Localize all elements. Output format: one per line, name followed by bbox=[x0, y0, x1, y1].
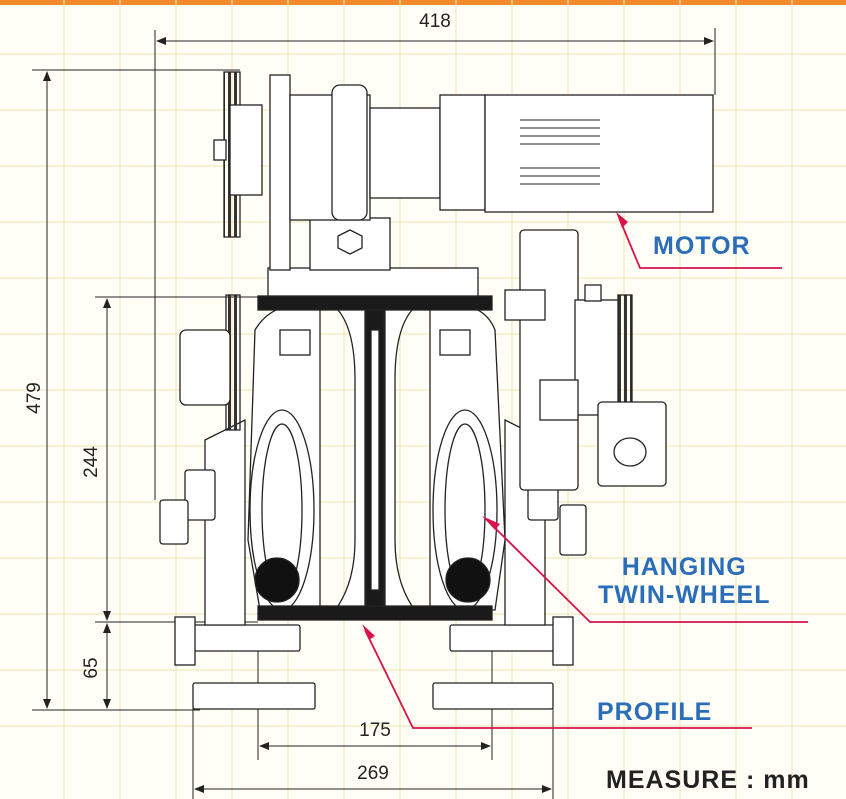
dim-overall-width: 418 bbox=[419, 11, 451, 32]
limit-switch bbox=[504, 289, 546, 321]
top-mounting-plate bbox=[267, 267, 479, 297]
right-foot bbox=[432, 682, 554, 710]
motor-body bbox=[484, 94, 714, 213]
top-accent-bar bbox=[0, 0, 846, 5]
lower-left-hub bbox=[179, 329, 231, 406]
center-bracket bbox=[309, 217, 391, 271]
motor-adapter bbox=[439, 94, 486, 211]
motor-leader bbox=[619, 219, 782, 269]
gearbox-side-plate bbox=[269, 74, 291, 271]
upper-sprocket-hub bbox=[229, 104, 263, 196]
leader-lines bbox=[362, 212, 808, 729]
dim-overall-height: 479 bbox=[24, 382, 45, 414]
left-hex-nut bbox=[184, 469, 216, 521]
dim-profile-height: 244 bbox=[81, 446, 102, 478]
left-wheel-roller bbox=[254, 557, 300, 603]
left-base-plate bbox=[179, 624, 301, 652]
motor-callout: MOTOR bbox=[653, 232, 751, 260]
mechanism bbox=[159, 71, 714, 710]
left-bolt-head bbox=[159, 499, 189, 545]
left-foot bbox=[192, 682, 316, 710]
left-side-frame bbox=[204, 418, 246, 626]
measure-unit-label: MEASURE : mm bbox=[606, 766, 810, 794]
hanging-label-line1: HANGING bbox=[621, 553, 747, 581]
right-base-plate bbox=[449, 624, 571, 652]
right-sprocket bbox=[617, 294, 633, 416]
right-wheel-roller bbox=[445, 557, 491, 603]
gearbox-flange bbox=[369, 107, 441, 199]
hanging-label-line2: TWIN-WHEEL bbox=[598, 581, 771, 609]
profile-leader bbox=[364, 629, 752, 729]
dim-base-height: 65 bbox=[81, 657, 102, 678]
profile-top-flange bbox=[257, 295, 493, 311]
twin-wheel-leader bbox=[487, 520, 808, 623]
right-base-bolt bbox=[552, 616, 574, 666]
left-base-bolt bbox=[174, 616, 196, 666]
profile-callout: PROFILE bbox=[597, 698, 713, 726]
right-bolt-head bbox=[559, 504, 587, 556]
hanging-twin-wheel-callout: HANGING TWIN-WHEEL bbox=[598, 553, 770, 609]
profile-bottom-flange bbox=[257, 605, 493, 621]
brake-assembly bbox=[519, 229, 579, 491]
dim-base-width: 269 bbox=[357, 763, 389, 784]
center-hex-bolt bbox=[337, 229, 363, 255]
dim-wheel-span: 175 bbox=[359, 720, 391, 741]
